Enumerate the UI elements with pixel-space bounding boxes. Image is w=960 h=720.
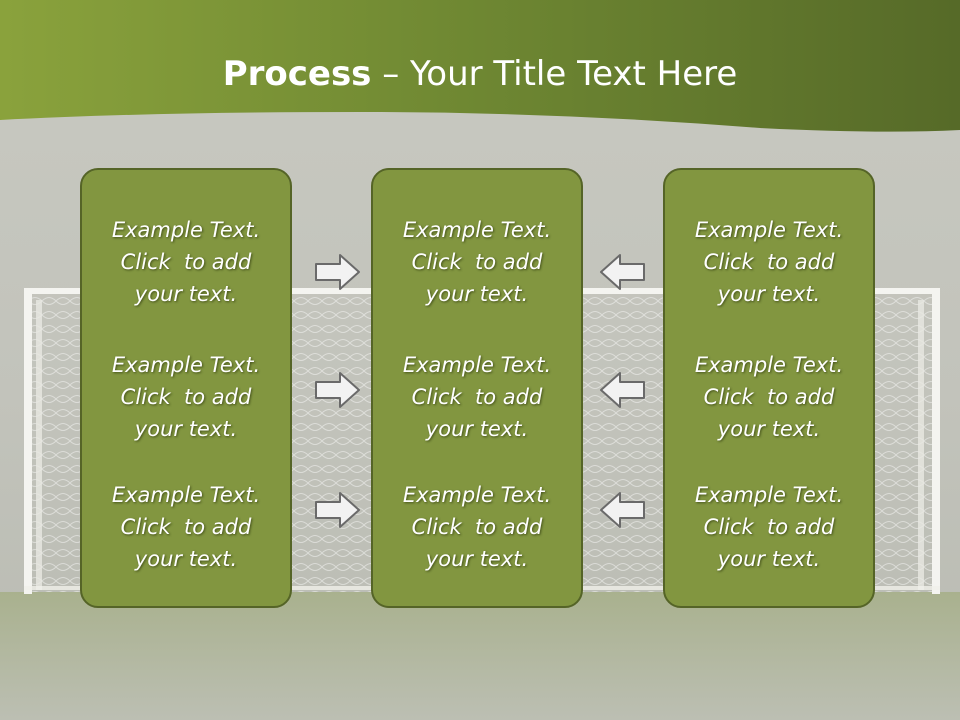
text-line: your text. — [717, 282, 821, 306]
text-line: your text. — [717, 417, 821, 441]
text-item[interactable]: Example Text. Click to add your text. — [82, 214, 290, 310]
text-line: your text. — [134, 282, 238, 306]
text-line: your text. — [425, 417, 529, 441]
text-item[interactable]: Example Text. Click to add your text. — [82, 479, 290, 575]
text-line: Example Text. — [111, 218, 261, 242]
text-line: Click to add — [411, 250, 543, 274]
text-line: your text. — [425, 547, 529, 571]
text-line: Click to add — [120, 250, 252, 274]
text-line: Example Text. — [402, 483, 552, 507]
text-line: your text. — [425, 282, 529, 306]
arrow-right-icon — [315, 254, 360, 290]
text-line: your text. — [717, 547, 821, 571]
text-line: Example Text. — [111, 353, 261, 377]
text-line: Click to add — [120, 515, 252, 539]
text-line: Click to add — [703, 515, 835, 539]
text-line: Example Text. — [694, 353, 844, 377]
title-light: – Your Title Text Here — [371, 54, 738, 94]
header-band — [0, 0, 960, 132]
text-line: Click to add — [120, 385, 252, 409]
text-item[interactable]: Example Text. Click to add your text. — [82, 349, 290, 445]
arrow-left-icon — [600, 254, 645, 290]
text-item[interactable]: Example Text. Click to add your text. — [665, 479, 873, 575]
text-item[interactable]: Example Text. Click to add your text. — [665, 214, 873, 310]
arrow-right-icon — [315, 372, 360, 408]
text-line: Click to add — [703, 385, 835, 409]
text-line: your text. — [134, 547, 238, 571]
process-column-3[interactable]: Example Text. Click to add your text. Ex… — [663, 168, 875, 608]
text-line: Click to add — [703, 250, 835, 274]
arrow-right-icon — [315, 492, 360, 528]
text-item[interactable]: Example Text. Click to add your text. — [373, 349, 581, 445]
text-line: Example Text. — [402, 353, 552, 377]
text-line: Click to add — [411, 385, 543, 409]
title-strong: Process — [222, 54, 372, 94]
process-column-2[interactable]: Example Text. Click to add your text. Ex… — [371, 168, 583, 608]
text-line: Click to add — [411, 515, 543, 539]
page-title: Process – Your Title Text Here — [0, 52, 960, 96]
arrow-left-icon — [600, 492, 645, 528]
text-line: Example Text. — [111, 483, 261, 507]
text-line: Example Text. — [694, 483, 844, 507]
text-item[interactable]: Example Text. Click to add your text. — [665, 349, 873, 445]
text-line: your text. — [134, 417, 238, 441]
text-item[interactable]: Example Text. Click to add your text. — [373, 479, 581, 575]
process-column-1[interactable]: Example Text. Click to add your text. Ex… — [80, 168, 292, 608]
text-line: Example Text. — [694, 218, 844, 242]
text-line: Example Text. — [402, 218, 552, 242]
arrow-left-icon — [600, 372, 645, 408]
text-item[interactable]: Example Text. Click to add your text. — [373, 214, 581, 310]
